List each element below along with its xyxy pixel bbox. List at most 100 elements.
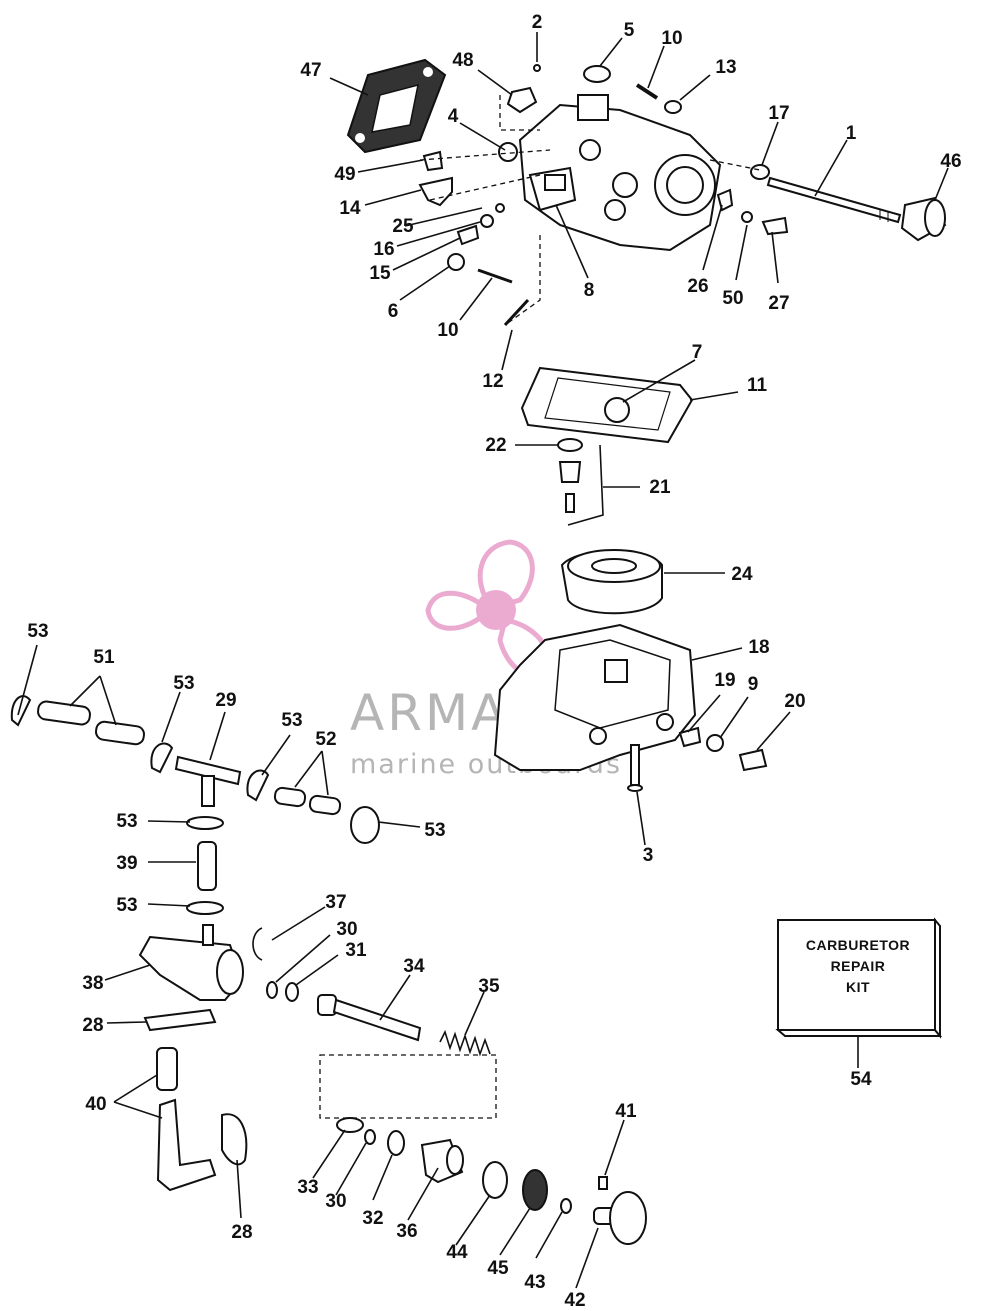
callout-17: 17 <box>768 103 789 124</box>
plug-5 <box>583 65 611 83</box>
tee-fitting-29 <box>174 755 242 807</box>
seat-21 <box>558 461 582 483</box>
drain-screw-20 <box>738 748 768 772</box>
hose-52-b <box>308 794 342 816</box>
o-ring-30-bottom <box>364 1129 376 1145</box>
callout-43: 43 <box>524 1272 545 1293</box>
callout-54: 54 <box>850 1069 872 1090</box>
ball-2 <box>533 64 541 72</box>
hose-40-b <box>156 1098 217 1192</box>
leader-lines <box>17 32 949 1289</box>
kit-line-3: KIT <box>846 979 870 995</box>
retainer-44 <box>482 1161 508 1199</box>
callout-26: 26 <box>687 276 708 297</box>
callout-49: 49 <box>334 164 355 185</box>
callout-40: 40 <box>85 1094 106 1115</box>
nut-48 <box>506 86 538 114</box>
propeller-logo <box>425 539 551 677</box>
callout-labels: 1 2 3 4 5 6 7 8 9 10 10 11 12 13 14 15 1… <box>27 12 961 1311</box>
callout-24: 24 <box>731 564 753 585</box>
callout-44: 44 <box>446 1242 468 1263</box>
screw-41 <box>598 1176 608 1190</box>
washer-6 <box>447 253 465 271</box>
callout-2: 2 <box>532 12 543 33</box>
needle-valve-1 <box>766 176 902 224</box>
callout-30-bottom: 30 <box>325 1191 346 1212</box>
ball-4 <box>498 142 518 162</box>
callout-30-top: 30 <box>336 919 357 940</box>
callout-27: 27 <box>768 293 789 314</box>
spring-35 <box>439 1029 491 1057</box>
callout-1: 1 <box>846 123 857 144</box>
flange-gasket-47 <box>346 58 447 154</box>
clamp-53-f <box>186 901 224 915</box>
stud-3 <box>627 744 643 792</box>
callout-53-f: 53 <box>116 895 137 916</box>
screw-49 <box>422 150 444 172</box>
pin-10-top <box>635 83 659 100</box>
callout-9: 9 <box>748 674 759 695</box>
callout-21: 21 <box>649 477 671 498</box>
callout-53-e: 53 <box>424 820 445 841</box>
clamp-53-a <box>10 695 32 727</box>
plate-7 <box>604 397 630 423</box>
callout-13: 13 <box>715 57 736 78</box>
clamp-28-a <box>143 1008 217 1032</box>
assembly-bracket <box>319 1054 497 1119</box>
kit-line-1: CARBURETOR <box>806 937 910 953</box>
callout-31: 31 <box>345 940 367 961</box>
callout-5: 5 <box>624 20 635 41</box>
callout-32: 32 <box>362 1208 383 1229</box>
callout-35: 35 <box>478 976 500 997</box>
primer-housing-38 <box>138 924 244 1001</box>
carburetor-repair-kit-54: CARBURETOR REPAIR KIT <box>775 917 943 1039</box>
callout-37: 37 <box>325 892 346 913</box>
bracket-14 <box>418 176 453 207</box>
gasket-22 <box>557 438 583 452</box>
callout-10-top: 10 <box>661 28 682 49</box>
callout-46: 46 <box>940 151 961 172</box>
callout-6: 6 <box>388 301 399 322</box>
callout-14: 14 <box>339 198 361 219</box>
washer-9 <box>706 734 724 752</box>
callout-34: 34 <box>403 956 425 977</box>
callout-11: 11 <box>747 375 768 396</box>
primer-knob-42 <box>593 1191 647 1245</box>
callout-20: 20 <box>784 691 805 712</box>
callout-4: 4 <box>448 106 459 127</box>
needle-21 <box>565 493 575 513</box>
carburetor-body <box>518 94 722 252</box>
plunger-34 <box>317 994 422 1042</box>
clamp-53-c <box>246 769 270 802</box>
callout-8: 8 <box>584 280 595 301</box>
callout-53-c: 53 <box>281 710 302 731</box>
callout-29: 29 <box>215 690 236 711</box>
washer-33 <box>336 1117 364 1133</box>
callout-48: 48 <box>452 50 473 71</box>
callout-52: 52 <box>315 729 336 750</box>
nut-36 <box>420 1138 464 1184</box>
hose-40-a <box>156 1047 178 1091</box>
o-ring-32 <box>387 1130 405 1156</box>
o-ring-30-top <box>266 981 278 999</box>
callout-15: 15 <box>369 263 391 284</box>
callout-28-a: 28 <box>82 1015 103 1036</box>
callout-45: 45 <box>487 1258 509 1279</box>
callout-16: 16 <box>373 239 394 260</box>
clamp-53-e <box>186 816 224 830</box>
lever-26 <box>716 188 734 212</box>
retainer-45 <box>522 1169 548 1211</box>
callout-28-b: 28 <box>231 1222 252 1243</box>
callout-22: 22 <box>485 435 506 456</box>
hose-52-a <box>273 786 307 808</box>
callout-38: 38 <box>82 973 103 994</box>
washer-13 <box>664 100 682 114</box>
callout-18: 18 <box>748 637 769 658</box>
float-24 <box>560 549 663 615</box>
o-ring-43 <box>560 1198 572 1214</box>
clip-25 <box>495 203 505 213</box>
callout-12: 12 <box>482 371 503 392</box>
hose-51-b <box>95 720 145 746</box>
pin-12 <box>503 298 530 327</box>
callout-33: 33 <box>297 1177 318 1198</box>
